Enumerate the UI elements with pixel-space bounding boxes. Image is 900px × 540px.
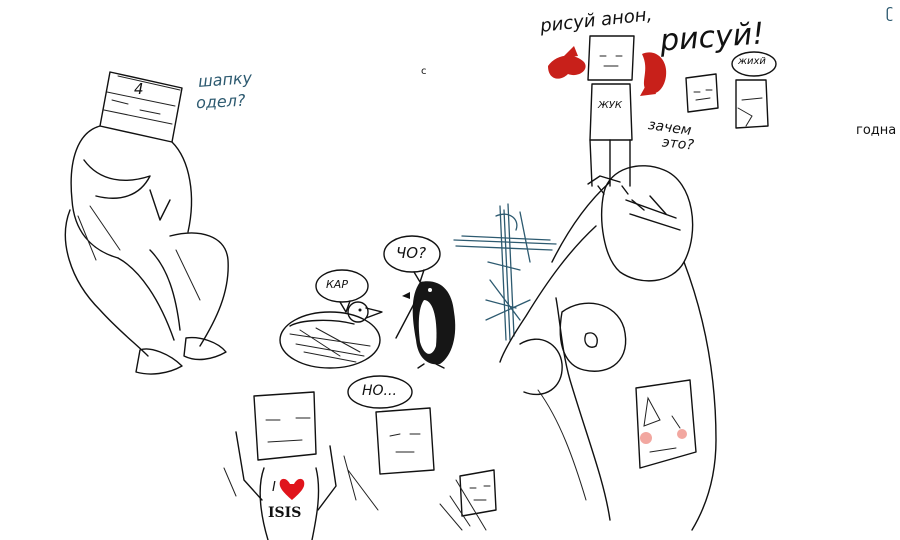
why-line2: это? bbox=[661, 134, 695, 154]
red-claw-right bbox=[640, 52, 667, 96]
hat-question-line1: шапку bbox=[197, 68, 253, 91]
duck-speech-bubble bbox=[315, 269, 369, 313]
shirt-isis-text: ISIS bbox=[268, 505, 302, 521]
penguin-bubble-text: ЧО? bbox=[396, 244, 427, 262]
duck-drawing bbox=[279, 301, 383, 369]
small-speech-bubble-tr bbox=[731, 51, 777, 77]
draw-anon-right: рисуй! bbox=[658, 16, 766, 59]
shirt-i-text: I bbox=[272, 480, 276, 495]
standing-guy-drawing bbox=[587, 35, 635, 195]
duck-bubble-text: КАР bbox=[326, 278, 348, 291]
penguin-speech-bubble bbox=[383, 235, 441, 283]
sad-cube-drawing bbox=[439, 469, 497, 531]
flat-face-speech-bubble bbox=[347, 375, 413, 409]
small-bubble-text: жихй bbox=[738, 56, 766, 67]
tiny-c-mark: с bbox=[421, 66, 427, 77]
heart-icon bbox=[279, 478, 305, 500]
hat-question-line2: одел? bbox=[195, 90, 246, 113]
face-bubble-text: НО... bbox=[362, 383, 397, 399]
cross-drawing bbox=[453, 203, 557, 341]
flat-face-box bbox=[375, 407, 435, 475]
large-figure-drawing bbox=[499, 165, 717, 531]
small-boxhead-left bbox=[685, 73, 719, 113]
guy-shirt-label: ЖУК bbox=[598, 100, 622, 111]
hat-number: 4 bbox=[134, 80, 144, 98]
isis-shirt-figure bbox=[223, 391, 379, 540]
red-claw-left bbox=[548, 46, 586, 79]
small-boxhead-right bbox=[735, 79, 769, 129]
penguin-drawing bbox=[395, 281, 456, 369]
caption-right: годна bbox=[856, 123, 897, 138]
corner-mark: ʗ bbox=[886, 6, 894, 22]
sitting-boxhead-figure bbox=[64, 71, 229, 375]
